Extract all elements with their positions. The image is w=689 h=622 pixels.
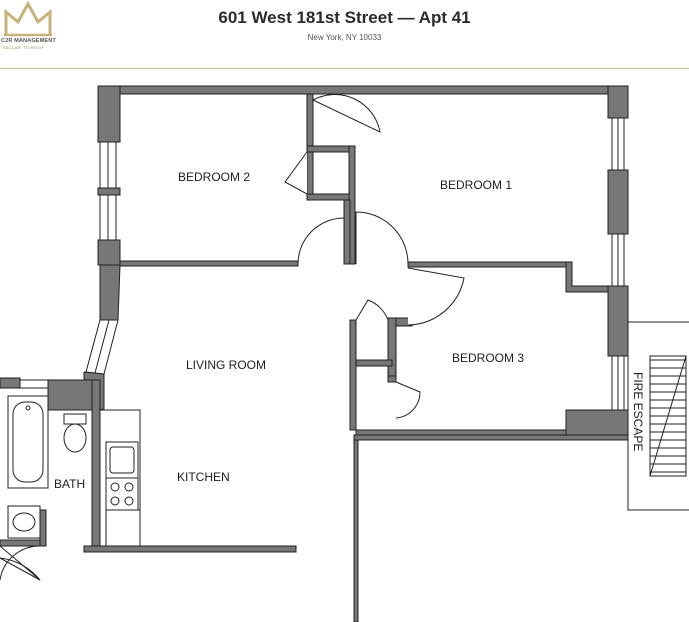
- bath-entry-door: [0, 557, 41, 581]
- bath-fixtures: [7, 395, 87, 539]
- bath-top-left-wall: [0, 377, 21, 389]
- closet-door-bedroom2: [284, 151, 308, 195]
- kitchen-fixtures: [99, 409, 141, 547]
- entry-door-swing: [0, 545, 41, 581]
- bedroom2-door-swing: [297, 217, 345, 265]
- bath-bottom-wall: [0, 539, 47, 547]
- page-title: 601 West 181st Street — Apt 41: [218, 8, 471, 27]
- bedroom3-closet-shelf: [355, 359, 393, 367]
- fire-escape-balcony: [627, 321, 689, 511]
- closet-bottom: [306, 193, 350, 201]
- closet-divider: [306, 145, 352, 153]
- right-wall-mid: [607, 169, 629, 235]
- stair-treads: [649, 355, 687, 477]
- label-bedroom2: BEDROOM 2: [178, 170, 250, 184]
- header-divider: [0, 68, 689, 69]
- refrigerator: [105, 509, 141, 547]
- bedroom1-door-swing: [355, 211, 409, 265]
- lower-right-top-wall: [353, 434, 629, 441]
- label-bath: BATH: [54, 477, 85, 491]
- bedroom3-closet-stub: [387, 375, 397, 383]
- burner-icon: [110, 482, 120, 492]
- top-wall: [97, 85, 629, 95]
- bedroom3-closet-post: [387, 317, 397, 383]
- label-living-room: LIVING ROOM: [186, 358, 266, 372]
- bedroom2-left-wall-pier: [97, 187, 121, 196]
- burner-icon: [124, 482, 134, 492]
- bedroom3-closet-door-2: [395, 381, 421, 419]
- logo-tagline: CELLAR TO ROOF: [3, 46, 45, 50]
- burner-icon: [110, 496, 120, 506]
- bedroom3-left-wall: [349, 319, 357, 431]
- living-left-wall: [99, 264, 121, 321]
- bath-top-right-wall: [47, 379, 101, 411]
- bedroom2-left-wall-upper: [97, 85, 121, 143]
- bath-window: [19, 379, 49, 389]
- page-subtitle: New York, NY 10033: [307, 33, 382, 42]
- logo-name: C2R MANAGEMENT: [1, 38, 56, 44]
- bath-right-wall: [91, 379, 101, 551]
- label-bedroom3: BEDROOM 3: [452, 351, 524, 365]
- bath-door-jamb: [39, 509, 47, 547]
- bedroom1-jog-wall: [565, 261, 609, 293]
- sink-basin: [12, 512, 36, 532]
- label-fire-escape: FIRE ESCAPE: [631, 372, 645, 451]
- label-kitchen: KITCHEN: [177, 470, 230, 484]
- label-bedroom1: BEDROOM 1: [440, 178, 512, 192]
- bedroom3-door-swing: [407, 267, 465, 326]
- burner-icon: [124, 496, 134, 506]
- kitchen-sink-basin: [109, 446, 135, 474]
- right-wall-upper: [607, 85, 629, 119]
- windows: [19, 117, 625, 411]
- kitchen-bottom-wall: [83, 545, 297, 553]
- hall-post: [343, 199, 351, 265]
- doors: [0, 94, 465, 581]
- toilet-tank: [63, 413, 87, 425]
- bedroom1-bottom-wall: [407, 261, 569, 268]
- closet-door-bedroom1: [311, 94, 381, 133]
- right-wall-lower: [607, 285, 629, 357]
- tub-drain-icon: [25, 405, 31, 411]
- bedroom2-left-wall-lower: [97, 239, 121, 266]
- bathtub-basin: [12, 401, 44, 483]
- stove: [105, 477, 139, 511]
- lower-right-wall: [353, 434, 359, 622]
- toilet-bowl: [63, 423, 87, 453]
- bedroom3-closet-door: [355, 299, 389, 321]
- bedroom3-bottom-wall: [355, 429, 567, 436]
- crown-house-icon: [4, 0, 52, 37]
- stair-diagonal: [649, 355, 687, 477]
- fire-escape: [627, 321, 689, 511]
- c2r-logo: C2R MANAGEMENT CELLAR TO ROOF: [0, 0, 60, 66]
- bedroom2-bottom-wall: [119, 260, 299, 267]
